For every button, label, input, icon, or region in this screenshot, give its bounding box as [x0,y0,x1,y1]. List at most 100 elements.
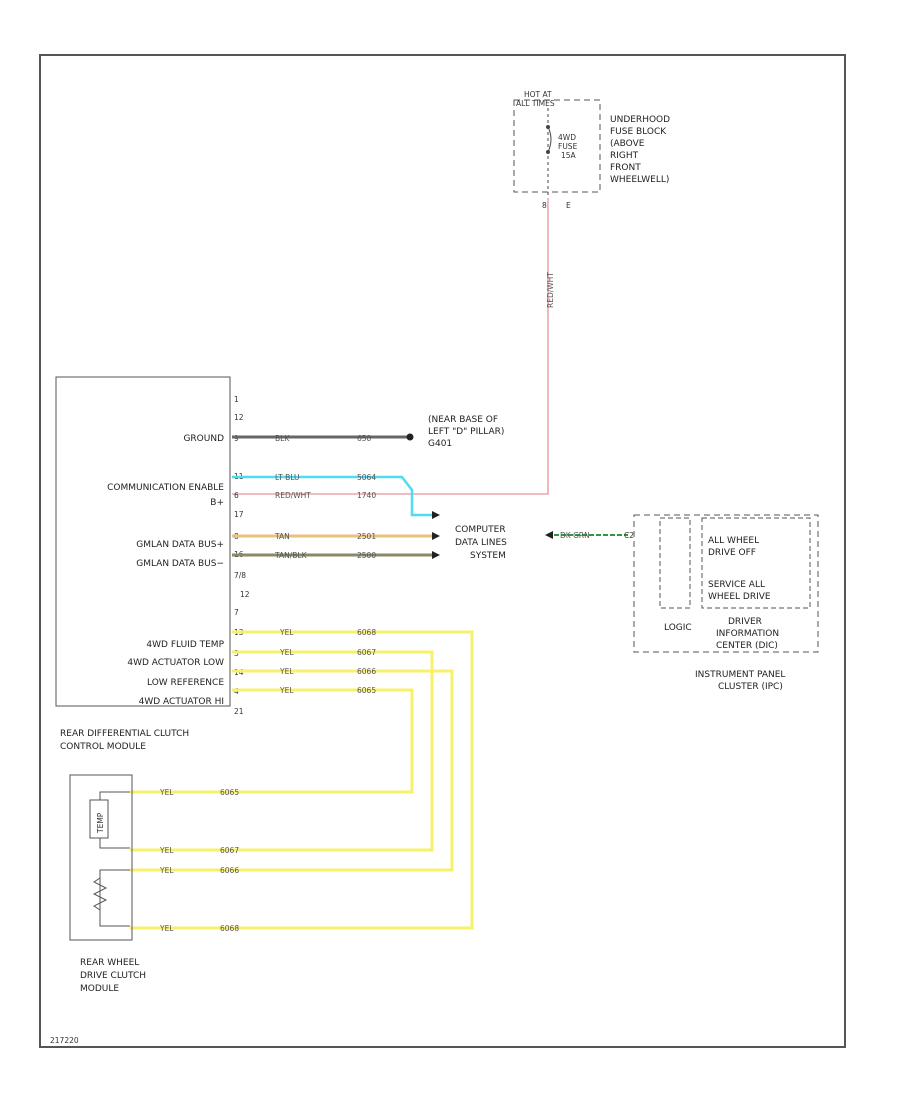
wire-comm [232,475,432,517]
ipc-logic-box [659,517,691,609]
wire-ground-color: BLK [275,434,290,443]
clutch-coil-leads [99,869,130,927]
rdccm-pin: 1 [234,395,239,404]
label-gmlan1: GMLAN DATA BUS+ [136,540,224,550]
gmlan2-arrow-icon [432,551,440,559]
wire-low-ref-color: YEL [279,667,294,676]
wire-act-hi-circuit: 6065 [357,686,376,695]
fuse-loc-4: RIGHT [610,151,639,161]
rear-wheel-drive-clutch-module: TEMP YEL 6065 YEL 6067 YEL 6066 YEL 6068… [69,774,239,994]
rwdcm-row-circuit: 6066 [220,866,239,875]
ipc-msg1-1: ALL WHEEL [708,536,759,546]
wire-ground-circuit: 650 [357,434,372,443]
rear-differential-clutch-control-module: 1 12 9 11 6 17 8 16 7/8 12 7 13 3 14 4 2… [55,376,250,752]
rwdcm-name-3: MODULE [80,984,119,994]
wire-green-label: DK GRN [560,531,590,540]
data-system-1: COMPUTER [455,525,506,535]
ipc-dic-box [701,517,811,609]
rwdcm-row-color: YEL [159,846,174,855]
data-system-2: DATA LINES [455,538,507,548]
diagram-frame [39,54,846,1048]
ipc-msg1-2: DRIVE OFF [708,548,756,558]
rdccm-pin: 21 [234,707,244,716]
wire-gmlan1-circuit: 2501 [357,532,376,541]
label-low-ref: LOW REFERENCE [147,678,224,688]
rwdcm-name-2: DRIVE CLUTCH [80,971,146,981]
wire-bplus-circuit: 1740 [357,491,376,500]
rwdcm-row-color: YEL [159,788,174,797]
temp-sensor-icon [89,799,109,839]
label-gmlan2: GMLAN DATA BUS− [136,559,224,569]
fuse-pin-left: 8 [542,201,547,210]
fuse-loc-1: UNDERHOOD [610,115,670,125]
gmlan1-arrow-icon [432,532,440,540]
instrument-panel-cluster: C2 LOGIC ALL WHEEL DRIVE OFF SERVICE ALL… [624,514,819,692]
wire-temp-color: YEL [279,628,294,637]
rdccm-pin: 7 [234,608,239,617]
rwdcm-row-color: YEL [159,866,174,875]
wire-act-low [130,650,434,852]
rwdcm-row-color: YEL [159,924,174,933]
footer-code: 217220 [50,1036,79,1045]
clutch-coil-icon [92,877,108,911]
rdccm-name-2: CONTROL MODULE [60,742,146,752]
rdccm-pin: 12 [240,590,250,599]
wire-act-low-circuit: 6067 [357,648,376,657]
fuse-name-3: 15A [561,151,577,160]
ipc-outline [633,514,819,653]
ground-point-3: G401 [428,439,452,449]
feed-wire-label: RED/WHT [546,272,555,308]
fuse-loc-3: (ABOVE [610,139,645,149]
rwdcm-row-circuit: 6068 [220,924,239,933]
wire-act-low-color: YEL [279,648,294,657]
wire-gmlan1-color: TAN [274,532,290,541]
wire-low-ref-circuit: 6066 [357,667,376,676]
fuse-loc-5: FRONT [610,163,641,173]
ground-point-1: (NEAR BASE OF [428,415,498,425]
label-bplus: B+ [210,498,224,508]
rdccm-name-1: REAR DIFFERENTIAL CLUTCH [60,729,189,739]
wire-act-hi-color: YEL [279,686,294,695]
feed-wire-red [232,198,549,495]
data-system-3: SYSTEM [470,551,506,561]
temp-sensor-label: TEMP [96,812,105,834]
ipc-name-1: INSTRUMENT PANEL [695,670,785,680]
rwdcm-row-circuit: 6065 [220,788,239,797]
wire-comm-circuit: 5064 [357,473,376,482]
ipc-dic-1: DRIVER [728,617,762,627]
ipc-logic-label: LOGIC [664,623,692,633]
wire-gmlan2-color: TAN/BLK [274,551,308,560]
wire-comm-color: LT BLU [275,473,300,482]
ipc-dic-2: INFORMATION [716,629,779,639]
rwdcm-row-circuit: 6067 [220,846,239,855]
fuse-loc-6: WHEELWELL) [610,175,669,185]
wire-gmlan2-circuit: 2500 [357,551,376,560]
rdccm-pin: 6 [234,491,239,500]
fuse-name-1: 4WD [558,133,576,142]
fuse-icon [547,126,552,153]
label-act-hi: 4WD ACTUATOR HI [139,697,224,707]
fuse-pin-right: E [566,201,571,210]
comm-arrow-icon [432,511,440,519]
ground-terminal-icon [406,433,414,441]
ground-point-2: LEFT "D" PILLAR) [428,427,504,437]
hot-label-1: HOT AT [524,90,552,99]
underhood-fuse-block: HOT AT ALL TIMES 4WD FUSE 15A UNDERHOOD … [513,90,670,210]
label-act-low: 4WD ACTUATOR LOW [127,658,224,668]
rdccm-box [55,376,231,707]
wire-act-hi [130,688,414,794]
rwdcm-name-1: REAR WHEEL [80,958,139,968]
ipc-name-2: CLUSTER (IPC) [718,682,783,692]
rdccm-pin: 17 [234,510,244,519]
fuse-loc-2: FUSE BLOCK [610,127,667,137]
rwdcm-box [69,774,133,941]
wire-temp-circuit: 6068 [357,628,376,637]
wire-low-ref [130,669,454,872]
rdccm-pin: 12 [234,413,244,422]
rdccm-pin: 7/8 [234,571,246,580]
wire-temp [130,630,474,930]
wire-bplus-color: RED/WHT [275,491,311,500]
ipc-msg2-1: SERVICE ALL [708,580,765,590]
label-comm: COMMUNICATION ENABLE [107,483,224,493]
